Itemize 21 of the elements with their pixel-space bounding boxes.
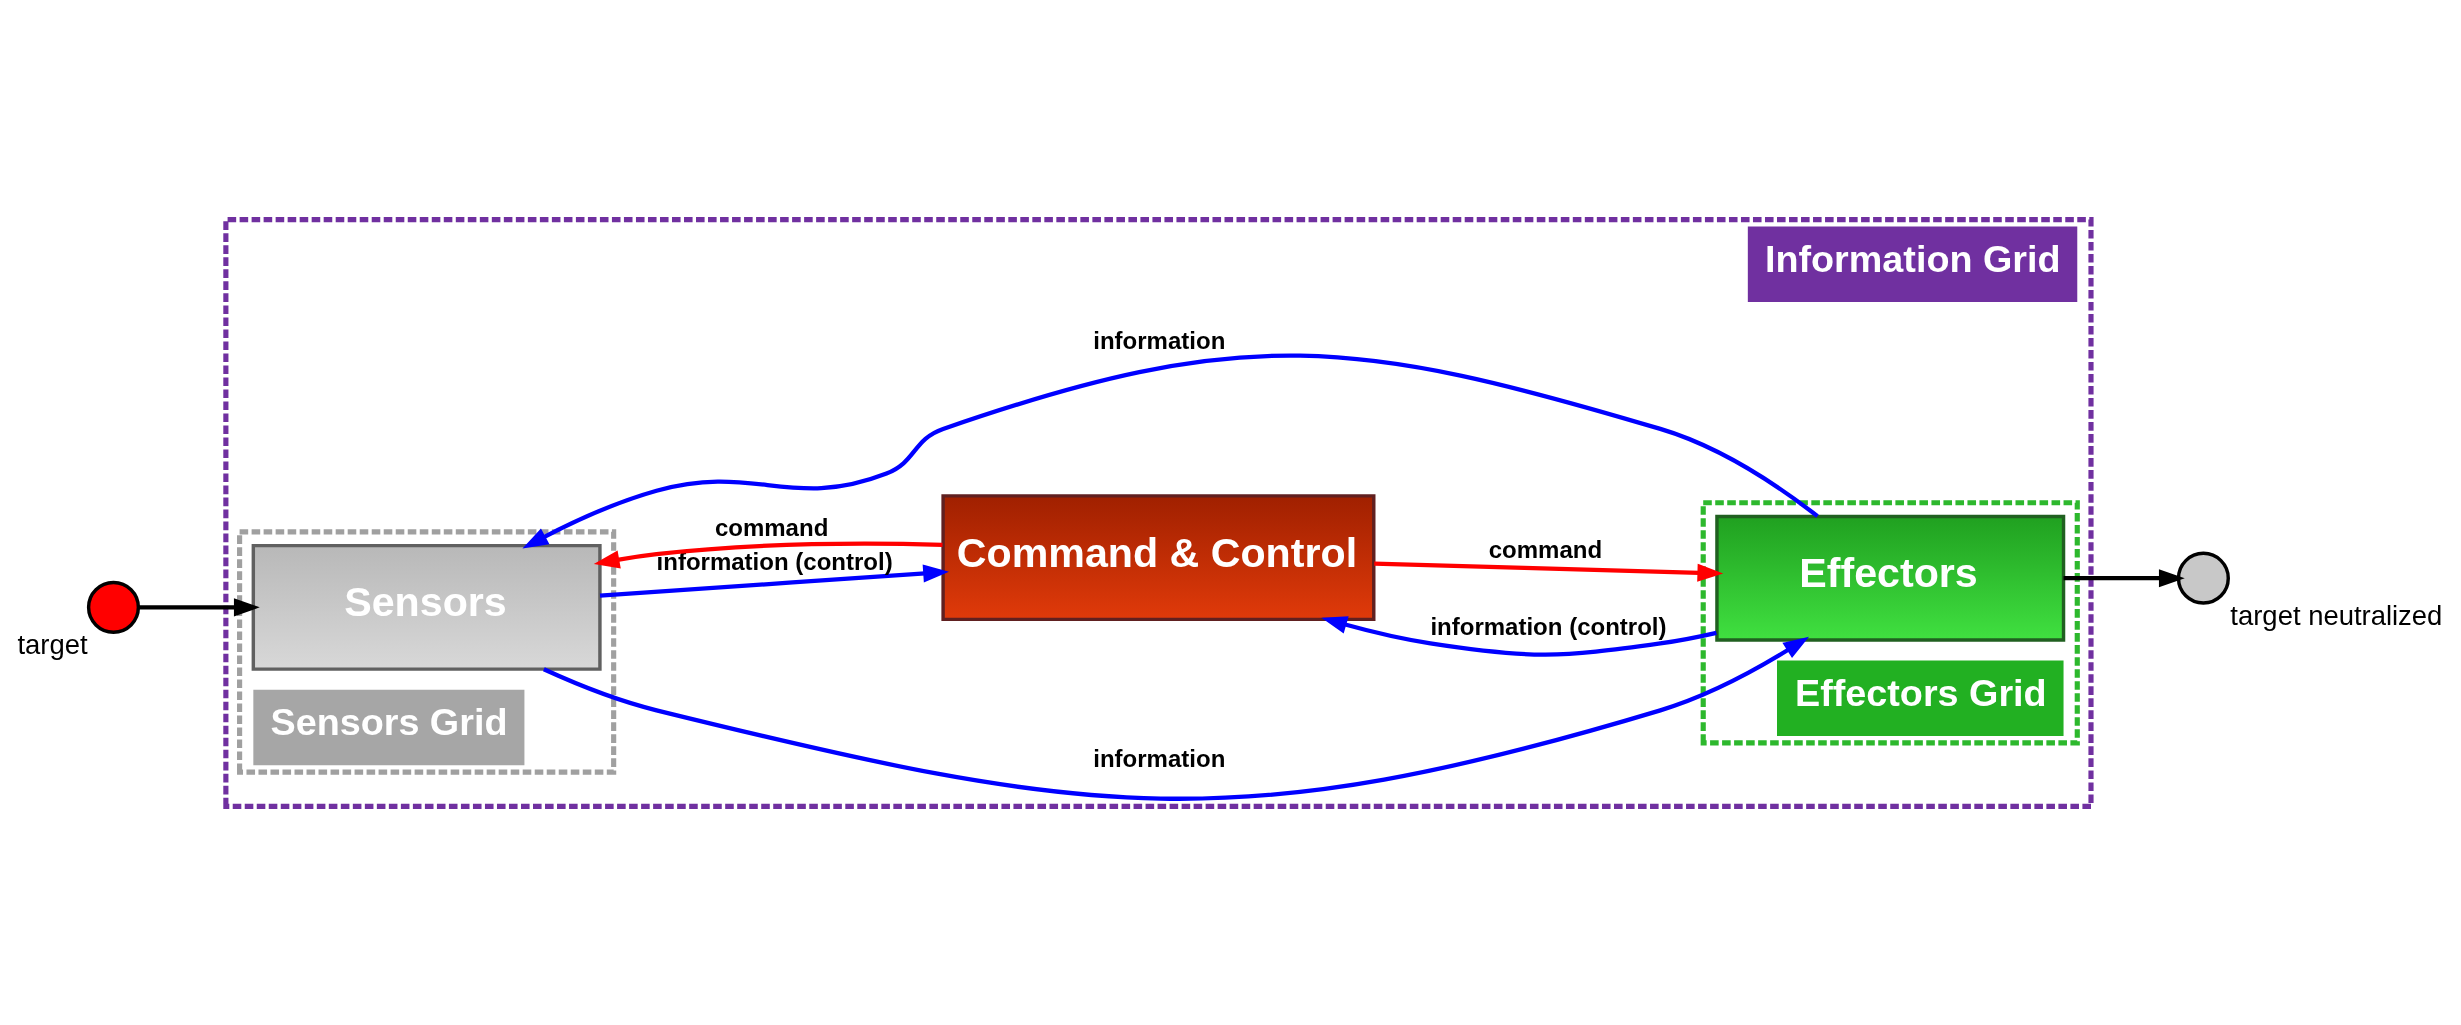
arrow: [593, 541, 943, 568]
edge-label: command: [1488, 535, 1603, 563]
edge-label: information: [1093, 744, 1226, 772]
edge-label: information (control): [1430, 612, 1667, 640]
edge-label: information (control): [656, 547, 893, 575]
node-box: Sensors: [251, 543, 602, 671]
node-box: Effectors: [1715, 514, 2066, 642]
arrow: [1321, 615, 1717, 657]
node-circle: [86, 580, 141, 634]
arrow: [542, 636, 1809, 801]
arrow: [1374, 561, 1724, 582]
arrow: [522, 353, 1819, 548]
node-circle: [2176, 551, 2230, 605]
arrow: [138, 597, 260, 616]
node-label: target: [17, 628, 88, 660]
edge-label: command: [714, 513, 829, 541]
node-label: target neutralized: [2230, 599, 2443, 631]
arrow: [599, 564, 949, 598]
arrow: [2063, 568, 2185, 587]
node-box: Command & Control: [941, 493, 1376, 621]
edge-label: information: [1093, 326, 1226, 354]
